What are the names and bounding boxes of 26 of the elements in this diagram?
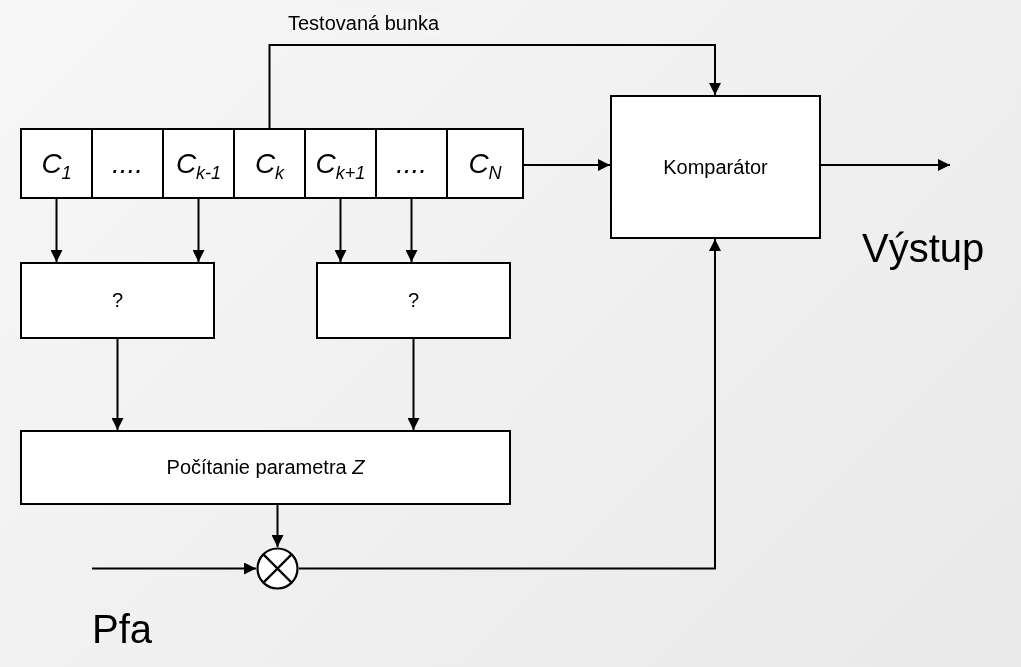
process-box: ? xyxy=(316,262,511,339)
multiplier-circle xyxy=(256,547,299,590)
signal-label: Výstup xyxy=(862,226,985,271)
arrow xyxy=(192,198,205,263)
arrow xyxy=(523,159,611,171)
register-cell: .... xyxy=(91,128,164,199)
signal-label: Pfa xyxy=(92,607,153,652)
register-cell: C$_{k}$ xyxy=(233,128,306,199)
register-cell: C$_{k-1}$ xyxy=(162,128,235,199)
arrow xyxy=(334,198,347,263)
register-cell: .... xyxy=(375,128,448,199)
arrow xyxy=(298,238,721,570)
arrow xyxy=(111,338,124,431)
arrow xyxy=(91,562,257,575)
arrow xyxy=(405,198,418,263)
arrow xyxy=(407,338,420,431)
arrow xyxy=(268,44,721,129)
comparator-box: Komparátor xyxy=(610,95,821,239)
process-box: Počítanie parametra Z xyxy=(20,430,511,505)
process-box: ? xyxy=(20,262,215,339)
arrow xyxy=(271,504,284,548)
register-cell: C$_{N}$ xyxy=(446,128,524,199)
arrow xyxy=(50,198,63,263)
register-cell: C$_{k+1}$ xyxy=(304,128,377,199)
register-cell: C$_{1}$ xyxy=(20,128,93,199)
arrow xyxy=(820,159,951,171)
